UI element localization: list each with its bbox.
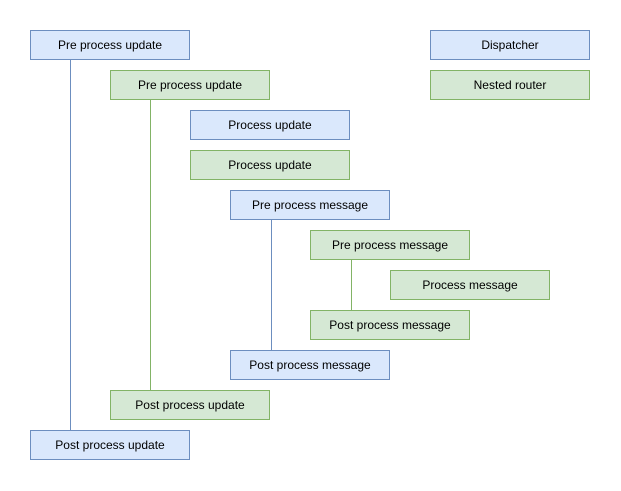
node-n4[interactable]: Process update — [190, 150, 350, 180]
node-n8[interactable]: Post process message — [310, 310, 470, 340]
node-n5[interactable]: Pre process message — [230, 190, 390, 220]
connector-n6-to-n8 — [351, 260, 352, 310]
legend-item-dispatcher[interactable]: Dispatcher — [430, 30, 590, 60]
node-n11[interactable]: Post process update — [30, 430, 190, 460]
connector-n1-to-n11 — [70, 60, 71, 430]
legend-item-nested-router[interactable]: Nested router — [430, 70, 590, 100]
connector-n5-to-n9 — [271, 220, 272, 350]
node-n6[interactable]: Pre process message — [310, 230, 470, 260]
node-n2[interactable]: Pre process update — [110, 70, 270, 100]
connector-n2-to-n10 — [150, 100, 151, 390]
node-n3[interactable]: Process update — [190, 110, 350, 140]
node-n7[interactable]: Process message — [390, 270, 550, 300]
node-n10[interactable]: Post process update — [110, 390, 270, 420]
node-n1[interactable]: Pre process update — [30, 30, 190, 60]
node-n9[interactable]: Post process message — [230, 350, 390, 380]
